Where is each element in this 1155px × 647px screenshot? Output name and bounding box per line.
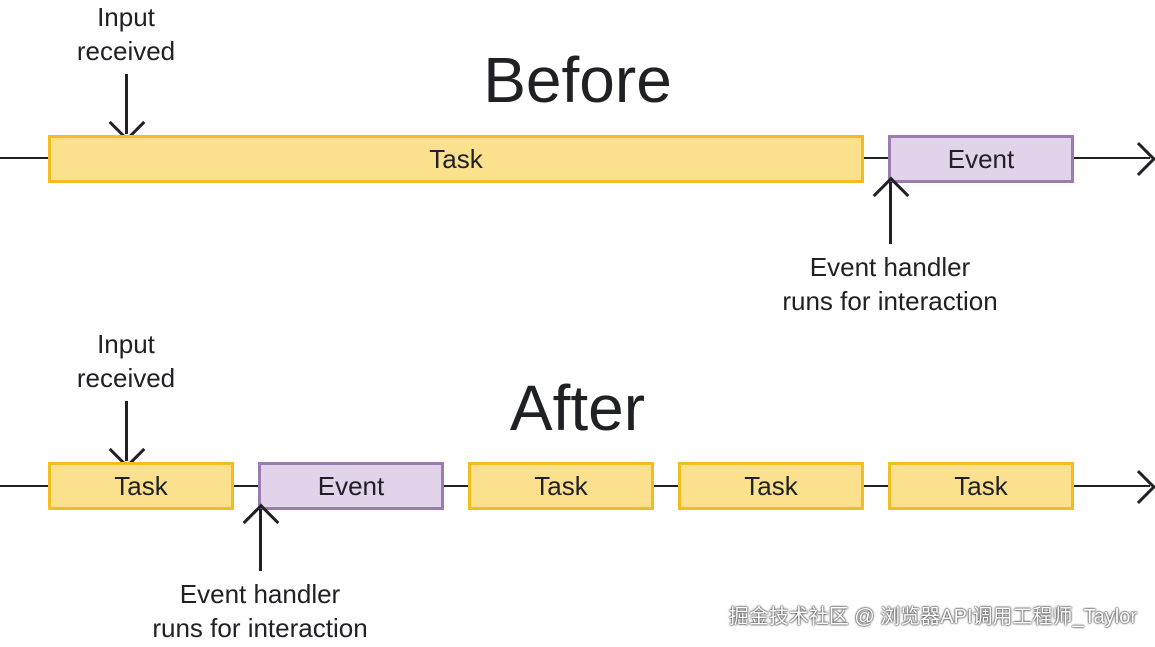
after-title: After	[509, 372, 646, 444]
before-task-block: Task	[48, 135, 864, 183]
watermark-text: 掘金技术社区 @ 浏览器API调用工程师_Taylor	[728, 606, 1137, 628]
after-task-block-2: Task	[468, 462, 654, 510]
after-task-block-3: Task	[678, 462, 864, 510]
after-handler-label: Event handler runs for interaction	[152, 579, 368, 643]
before-handler-arrow-shaft	[889, 182, 892, 244]
before-title: Before	[483, 44, 672, 116]
before-event-block: Event	[888, 135, 1074, 183]
after-timeline-arrow-icon	[1122, 470, 1155, 504]
after-task-block-4: Task	[888, 462, 1074, 510]
before-timeline-arrow-icon	[1122, 142, 1155, 176]
before-input-arrow-shaft	[125, 74, 128, 134]
before-handler-label: Event handler runs for interaction	[782, 252, 998, 316]
after-input-received-label: Input received	[76, 329, 176, 393]
after-event-block: Event	[258, 462, 444, 510]
after-task-block-1: Task	[48, 462, 234, 510]
before-input-received-label: Input received	[76, 2, 176, 66]
after-handler-arrow-shaft	[259, 509, 262, 571]
after-input-arrow-shaft	[125, 401, 128, 461]
